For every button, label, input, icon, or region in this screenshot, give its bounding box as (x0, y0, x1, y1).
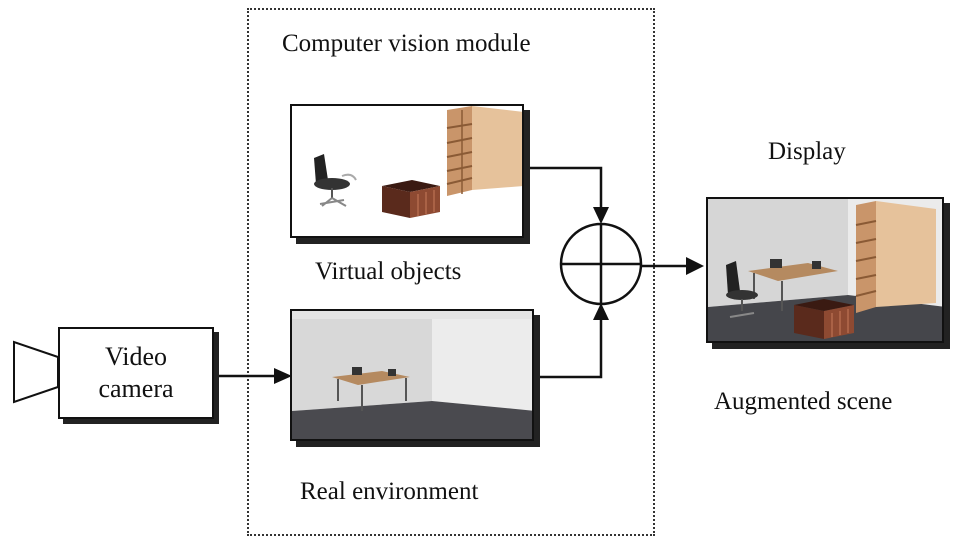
augmented-scene-label: Augmented scene (714, 388, 893, 415)
virtual-objects-image (290, 104, 524, 238)
arrowhead-real (593, 303, 609, 320)
real-environment-image (290, 309, 534, 441)
arrow-virtual-to-combiner (528, 166, 603, 208)
display-label: Display (768, 138, 846, 165)
desk-illustration (332, 367, 410, 411)
computer-vision-module-boundary (247, 8, 655, 536)
augmented-chair-illustration (726, 261, 758, 318)
circle-plus-icon (559, 222, 643, 306)
virtual-objects-label: Virtual objects (315, 258, 462, 285)
video-camera-box: Video camera (58, 327, 214, 419)
office-chair-illustration (314, 154, 357, 207)
camera-label-line1: Video (105, 342, 167, 371)
drawer-cabinet-illustration (382, 180, 440, 218)
arrowhead-camera (274, 368, 292, 384)
augmented-cabinet-illustration (794, 299, 854, 339)
arrowhead-virtual (593, 207, 609, 224)
real-environment-label: Real environment (300, 478, 479, 505)
camera-lens-icon (13, 340, 59, 404)
camera-label-line2: camera (98, 374, 174, 403)
bookshelf-illustration (446, 106, 522, 196)
augmented-bookshelf-illustration (855, 201, 936, 313)
arrow-real-to-combiner (537, 318, 603, 379)
augmented-scene-image (706, 197, 944, 343)
module-title: Computer vision module (282, 30, 531, 57)
arrowhead-display (686, 257, 704, 275)
